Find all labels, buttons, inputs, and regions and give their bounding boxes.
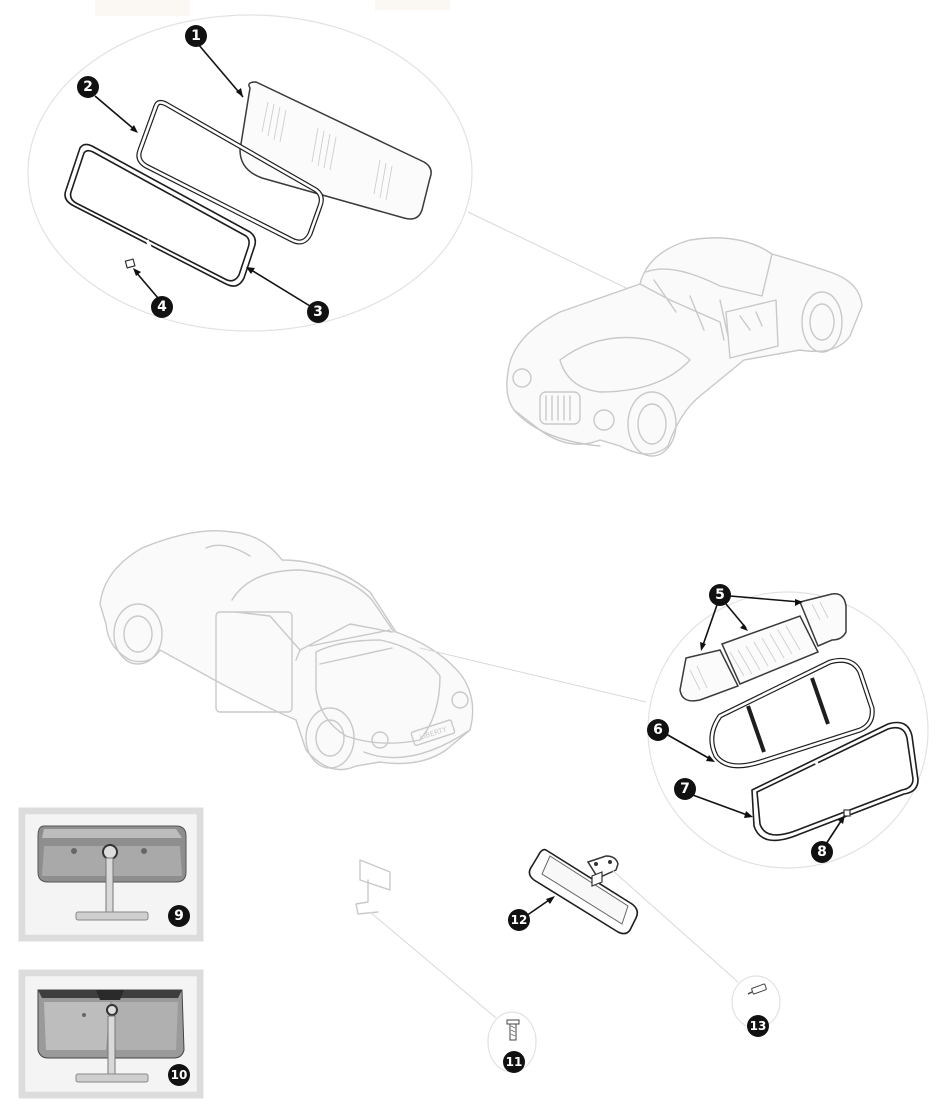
arrow-4 [134,270,159,299]
arrow-3 [247,267,311,307]
arrow-5c [729,595,801,603]
callout-13: 13 [747,1015,769,1037]
callout-1: 1 [185,25,207,47]
callout-9: 9 [168,905,190,927]
svg-text:9: 9 [174,908,184,924]
svg-text:10: 10 [171,1068,188,1082]
screw-bubble-13 [731,975,781,1029]
svg-text:13: 13 [750,1019,767,1033]
svg-text:2: 2 [83,79,93,95]
arrowhead-3 [246,267,255,274]
windscreen-bubble [27,14,669,332]
callout-6: 6 [647,719,669,741]
mirror-bracket [355,859,497,1019]
callout-5: 5 [709,584,731,606]
arrowhead-7 [744,811,753,818]
callout-2: 2 [77,76,99,98]
callout-11: 11 [503,1051,525,1073]
arrowhead-5b [740,624,748,631]
callout-10: 10 [168,1064,190,1086]
svg-text:7: 7 [680,781,690,797]
car-rear-three-quarter: LIBERTY [99,530,474,771]
arrow-8 [825,817,844,845]
arrow-5a [701,601,719,649]
windscreen-glass [239,81,432,220]
arrowhead-5a [700,642,706,651]
car-front-three-quarter [506,237,863,457]
arrowhead-12 [546,896,555,904]
arrowhead-5c [795,599,803,606]
arrowhead-1 [236,88,243,97]
svg-text:11: 11 [506,1055,523,1069]
finisher-joint-clip [124,258,136,269]
arrow-2 [94,95,136,131]
arrow-7 [689,793,751,817]
connector-line-rear [419,647,647,703]
arrowhead-6 [706,755,715,762]
callout-7: 7 [674,778,696,800]
mirror-photo-10 [18,969,204,1099]
rear-window-bubble [419,591,929,869]
sun-visor [525,848,739,983]
arrow-1 [197,43,244,98]
svg-text:8: 8 [817,844,827,860]
rear-window-finisher [751,721,919,842]
callout-3: 3 [307,301,329,323]
svg-text:6: 6 [653,722,663,738]
arrowhead-4 [133,268,141,276]
number-plate [410,719,456,747]
svg-text:12: 12 [511,913,528,927]
arrowhead-8 [838,815,845,824]
svg-text:1: 1 [191,28,201,44]
windscreen-seal [136,99,324,245]
windscreen-finisher [64,143,257,287]
top-tab-left [95,0,190,16]
rear-window-seal [709,657,875,769]
arrow-6 [665,733,713,761]
rear-finisher-joint-clip [843,809,851,817]
arrowhead-2 [130,125,138,133]
callout-4: 4 [151,296,173,318]
callout-8: 8 [811,841,833,863]
top-tab-right [375,0,450,10]
arrow-5b [725,603,747,629]
windscreen-bubble-outline [27,14,473,332]
svg-text:4: 4 [157,299,167,315]
callout-12: 12 [508,909,530,931]
rear-window-glass [679,593,847,702]
svg-text:5: 5 [715,587,725,603]
svg-text:3: 3 [313,304,323,320]
